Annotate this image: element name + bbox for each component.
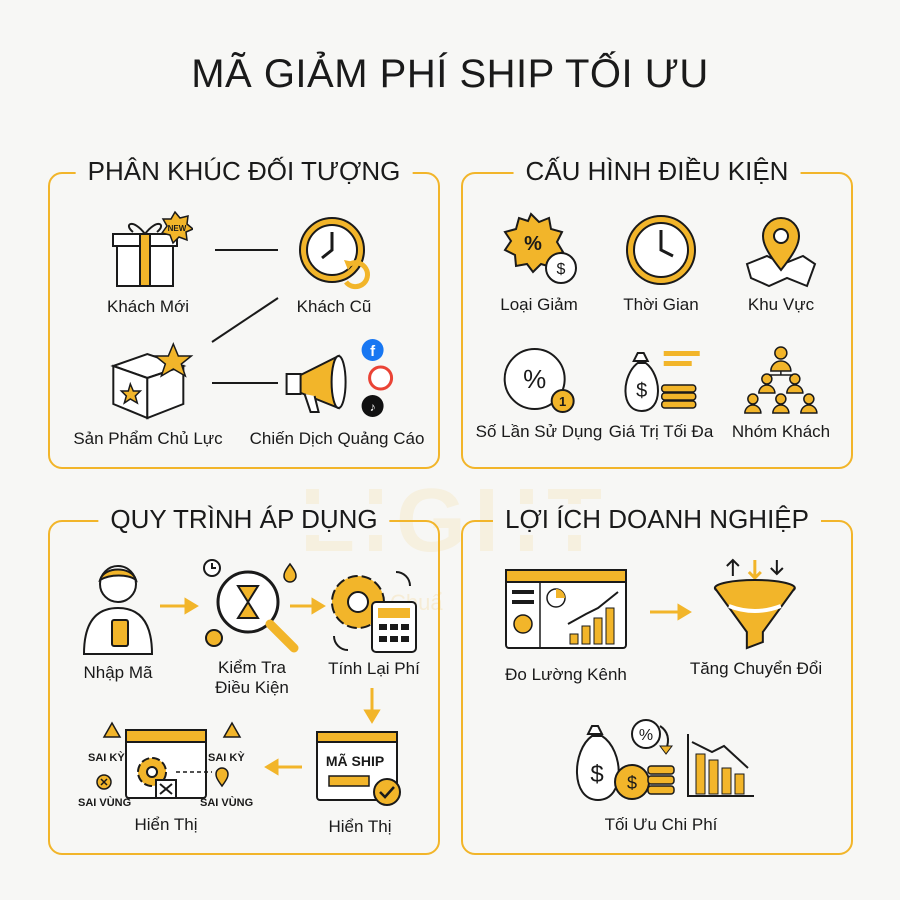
benefit-cost-optimization: $ $ % Tối Ưu Chi Phí	[566, 716, 756, 835]
svg-text:%: %	[523, 364, 546, 394]
page-title: MÃ GIẢM PHÍ SHIP TỐI ƯU	[191, 52, 709, 96]
svg-text:%: %	[524, 233, 542, 255]
browser-error-icon	[125, 729, 212, 799]
segment-label: Khách Cũ	[296, 297, 372, 316]
process-label: Hiển Thị	[134, 815, 198, 834]
error-wrong-region-right: SAI VÙNG	[200, 797, 254, 809]
process-label: Tính Lại Phí	[328, 659, 420, 678]
svg-text:$: $	[636, 380, 647, 402]
config-label: Loại Giảm	[500, 295, 578, 314]
process-enter-code: Nhập Mã	[78, 560, 158, 683]
panel-config-title: CẤU HÌNH ĐIỀU KIỆN	[513, 156, 801, 187]
process-recalculate-fee: Tính Lại Phí	[324, 566, 424, 679]
money-cost-chart-icon: $ $ %	[576, 719, 754, 802]
map-pin-icon	[745, 217, 817, 288]
config-label: Khu Vực	[747, 295, 815, 314]
benefit-label: Tối Ưu Chi Phí	[604, 815, 718, 834]
tiktok-icon	[361, 395, 384, 417]
config-time: Thời Gian	[623, 212, 699, 315]
magnifier-hourglass-icon	[203, 559, 299, 653]
error-wrong-period-right: SAI KỲ	[208, 752, 245, 764]
segment-label: Chiến Dịch Quảng Cáo	[249, 429, 425, 448]
new-badge: NEW	[168, 224, 187, 233]
benefit-label: Đo Lường Kênh	[505, 665, 627, 684]
segment-label: Sản Phẩm Chủ Lực	[73, 429, 223, 448]
percent-count-icon: % 1	[504, 348, 575, 413]
config-customer-group: Nhóm Khách	[732, 345, 830, 442]
error-wrong-region-left: SAI VÙNG	[78, 797, 132, 809]
svg-text:$: $	[557, 261, 566, 278]
money-bag-coins-icon: $	[624, 351, 700, 413]
segment-key-product: Sản Phẩm Chủ Lực	[73, 342, 223, 449]
config-region: Khu Vực	[743, 212, 819, 315]
clock-return-icon	[299, 217, 370, 290]
facebook-icon	[361, 339, 384, 361]
svg-text:f: f	[370, 343, 376, 360]
benefit-increase-conversion: Tăng Chuyển Đổi	[690, 556, 822, 679]
panel-process-title: QUY TRÌNH ÁP DỤNG	[98, 504, 390, 535]
process-label-line2: Điều Kiện	[215, 678, 289, 697]
svg-text:$: $	[627, 773, 637, 793]
gear-calculator-icon	[331, 571, 417, 653]
process-label-line1: Kiểm Tra	[217, 658, 287, 677]
process-display-error: Hiển Thị	[116, 726, 216, 835]
clock-icon	[626, 215, 696, 285]
segment-new-customer: NEW Khách Mới	[103, 210, 193, 317]
config-label: Thời Gian	[623, 295, 699, 314]
config-max-value: $ Giá Trị Tối Đa	[608, 345, 714, 442]
ship-code-label: MÃ SHIP	[326, 752, 384, 769]
process-check-conditions: Kiểm Tra Điều Kiện	[202, 556, 302, 698]
svg-text:1: 1	[559, 394, 566, 409]
svg-text:$: $	[590, 761, 603, 788]
process-label: Nhập Mã	[83, 663, 153, 682]
segment-ad-campaign: f ♪ Chiến Dịch Quảng Cáo	[249, 336, 425, 449]
megaphone-social-icon: f ♪	[285, 339, 394, 417]
funnel-icon	[714, 558, 796, 650]
config-label: Số Lần Sử Dụng	[475, 422, 603, 441]
svg-text:♪: ♪	[370, 400, 376, 414]
people-hierarchy-icon	[744, 346, 818, 414]
gift-icon: NEW	[112, 210, 193, 287]
box-star-icon	[109, 342, 193, 420]
percent-badge-dollar-icon: % $	[503, 212, 577, 284]
config-label: Giá Trị Tối Đa	[608, 422, 714, 441]
google-icon	[368, 365, 394, 391]
panel-segments-title: PHÂN KHÚC ĐỐI TƯỢNG	[75, 156, 413, 187]
dashboard-chart-icon	[505, 569, 627, 649]
process-label: Hiển Thị	[328, 817, 392, 836]
process-display-success: MÃ SHIP Hiển Thị	[315, 728, 405, 837]
error-wrong-period-left: SAI KỲ	[88, 752, 125, 764]
config-discount-type: % $ Loại Giảm	[499, 212, 579, 315]
person-phone-icon	[82, 565, 154, 655]
segment-label: Khách Mới	[106, 297, 189, 316]
config-label: Nhóm Khách	[731, 422, 831, 441]
svg-text:%: %	[639, 727, 653, 744]
segment-returning-customer: Khách Cũ	[294, 210, 374, 317]
config-usage-count: % 1 Số Lần Sử Dụng	[475, 345, 603, 442]
ship-code-window-icon: MÃ SHIP	[316, 731, 401, 806]
benefit-channel-measurement: Đo Lường Kênh	[504, 568, 628, 685]
benefit-label: Tăng Chuyển Đổi	[689, 659, 823, 678]
panel-benefits-title: LỢI ÍCH DOANH NGHIỆP	[492, 504, 822, 535]
